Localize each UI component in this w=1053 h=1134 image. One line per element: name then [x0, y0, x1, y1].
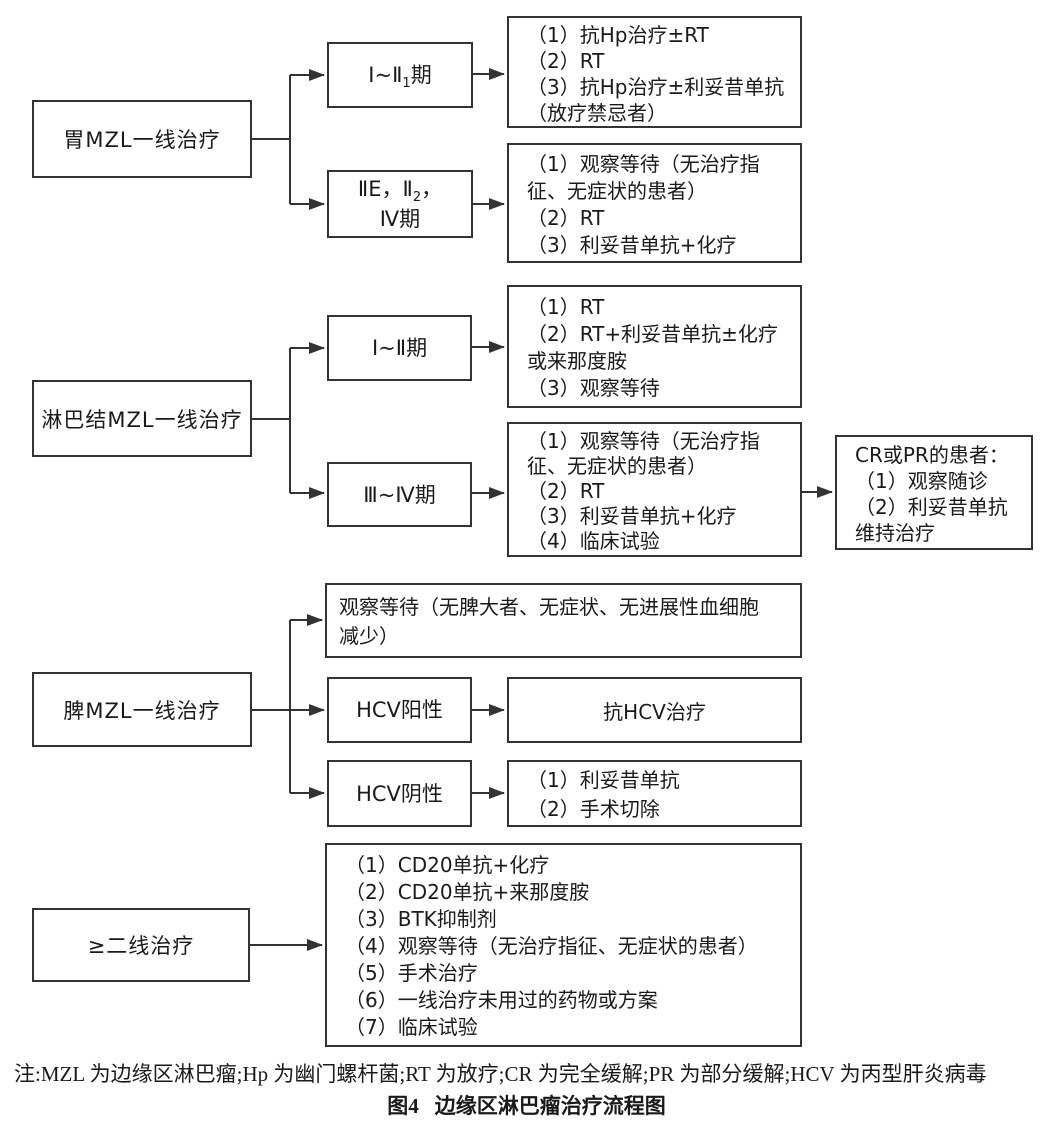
abbreviation-note: 注:MZL 为边缘区淋巴瘤;Hp 为幽门螺杆菌;RT 为放疗;CR 为完全缓解;… — [14, 1062, 987, 1086]
treatment-option: （2）手术切除 — [527, 797, 660, 821]
gastric-stage-advanced-label: ⅡE，Ⅱ2， Ⅳ期 — [357, 177, 443, 231]
treatment-option: （1）CD20单抗+化疗 — [345, 853, 550, 877]
treatment-option: （3）抗Hp治疗±利妥昔单抗 — [527, 75, 785, 99]
treatment-option: （1）抗Hp治疗±RT — [527, 23, 709, 47]
splenic-root-label: 脾MZL一线治疗 — [63, 698, 221, 723]
treatment-option: （3）利妥昔单抗+化疗 — [527, 504, 737, 528]
anti-hcv-treatment-box: 抗HCV治疗 — [507, 677, 802, 743]
treatment-option: （2）RT+利妥昔单抗±化疗 — [527, 322, 778, 346]
hcv-negative-box: HCV阴性 — [327, 760, 472, 827]
nodal-stage-advanced-label: Ⅲ~Ⅳ期 — [363, 482, 436, 507]
second-line-treatment-box: （1）CD20单抗+化疗 （2）CD20单抗+来那度胺 （3）BTK抑制剂 （4… — [325, 843, 802, 1047]
treatment-option: （1）利妥昔单抗 — [527, 768, 680, 792]
gastric-early-treatment-box: （1）抗Hp治疗±RT （2）RT （3）抗Hp治疗±利妥昔单抗 （放疗禁忌者） — [507, 16, 802, 128]
treatment-option: 减少） — [339, 624, 399, 648]
treatment-option: （4）临床试验 — [527, 529, 660, 553]
treatment-option: （1）RT — [527, 295, 605, 319]
gastric-stage-advanced-box: ⅡE，Ⅱ2， Ⅳ期 — [327, 170, 473, 238]
hcv-positive-box: HCV阳性 — [327, 677, 472, 743]
nodal-root-box: 淋巴结MZL一线治疗 — [32, 380, 252, 457]
treatment-option: （3）BTK抑制剂 — [345, 907, 497, 931]
nodal-advanced-treatment-box: （1）观察等待（无治疗指 征、无症状的患者） （2）RT （3）利妥昔单抗+化疗… — [507, 422, 802, 557]
cr-pr-followup-box: CR或PR的患者： （1）观察随诊 （2）利妥昔单抗 维持治疗 — [835, 435, 1033, 550]
gastric-root-box: 胃MZL一线治疗 — [32, 100, 252, 178]
treatment-option: （3）观察等待 — [527, 376, 660, 400]
treatment-option: （3）利妥昔单抗+化疗 — [527, 233, 737, 257]
treatment-option: （2）CD20单抗+来那度胺 — [345, 880, 590, 904]
crpr-heading: CR或PR的患者： — [855, 443, 1009, 467]
nodal-early-treatment-box: （1）RT （2）RT+利妥昔单抗±化疗 或来那度胺 （3）观察等待 — [507, 285, 802, 408]
treatment-option: （6）一线治疗未用过的药物或方案 — [345, 988, 658, 1012]
hcv-positive-label: HCV阳性 — [356, 698, 443, 722]
treatment-option: （1）观察等待（无治疗指 — [527, 429, 760, 453]
splenic-observe-box: 观察等待（无脾大者、无症状、无进展性血细胞 减少） — [325, 583, 802, 658]
gastric-stage-early-label: Ⅰ~Ⅱ1期 — [368, 63, 432, 91]
figure-number: 图4 — [387, 1094, 419, 1118]
treatment-option: 征、无症状的患者） — [527, 179, 707, 203]
treatment-option: 征、无症状的患者） — [527, 454, 707, 478]
figure-title: 边缘区淋巴瘤治疗流程图 — [434, 1094, 666, 1118]
treatment-option: （2）RT — [527, 479, 605, 503]
second-line-root-label: ≥二线治疗 — [87, 934, 195, 958]
gastric-stage-early-box: Ⅰ~Ⅱ1期 — [327, 42, 473, 108]
second-line-root-box: ≥二线治疗 — [32, 908, 250, 982]
treatment-option: 观察等待（无脾大者、无症状、无进展性血细胞 — [339, 595, 759, 619]
nodal-stage-advanced-box: Ⅲ~Ⅳ期 — [327, 462, 472, 527]
treatment-option: （5）手术治疗 — [345, 961, 478, 985]
gastric-root-label: 胃MZL一线治疗 — [63, 128, 221, 152]
splenic-root-box: 脾MZL一线治疗 — [32, 672, 252, 747]
nodal-root-label: 淋巴结MZL一线治疗 — [41, 407, 243, 432]
treatment-option: （7）临床试验 — [345, 1015, 478, 1039]
treatment-option: 维持治疗 — [855, 521, 935, 545]
nodal-stage-early-box: Ⅰ~Ⅱ期 — [327, 315, 472, 381]
figure-caption: 图4 边缘区淋巴瘤治疗流程图 — [0, 1090, 1053, 1120]
hcv-negative-treatment-box: （1）利妥昔单抗 （2）手术切除 — [507, 760, 802, 827]
treatment-option: （放疗禁忌者） — [527, 101, 667, 125]
treatment-option: （1）观察等待（无治疗指 — [527, 152, 760, 176]
treatment-option: （2）利妥昔单抗 — [855, 495, 1008, 519]
treatment-option: （2）RT — [527, 206, 605, 230]
treatment-option: （1）观察随诊 — [855, 469, 988, 493]
hcv-negative-label: HCV阴性 — [356, 781, 443, 806]
treatment-option: （2）RT — [527, 49, 605, 73]
treatment-option: （4）观察等待（无治疗指征、无症状的患者） — [345, 934, 758, 958]
anti-hcv-label: 抗HCV治疗 — [603, 699, 706, 724]
treatment-option: 或来那度胺 — [527, 349, 627, 373]
gastric-advanced-treatment-box: （1）观察等待（无治疗指 征、无症状的患者） （2）RT （3）利妥昔单抗+化疗 — [507, 143, 802, 263]
nodal-stage-early-label: Ⅰ~Ⅱ期 — [371, 336, 428, 360]
